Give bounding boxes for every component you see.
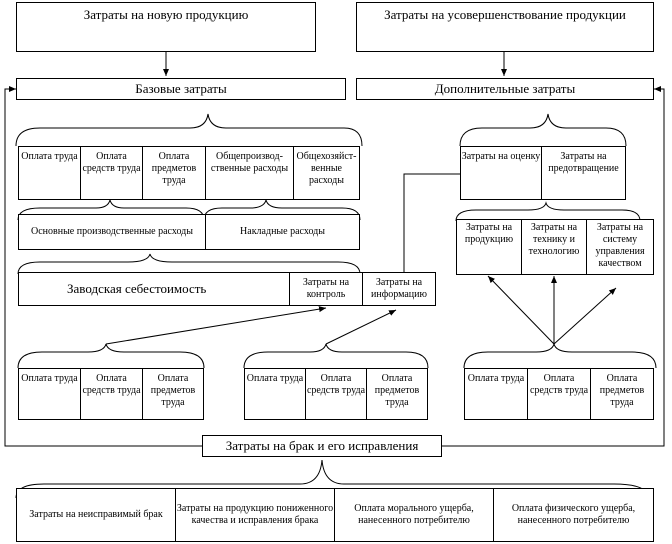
base-item-labor: Оплата труда bbox=[18, 146, 81, 200]
right-group-means: Оплата средств труда bbox=[527, 368, 591, 420]
improvement-costs-box: Затраты на усовершенствование продукции bbox=[356, 2, 654, 52]
middle-group-labor: Оплата труда bbox=[244, 368, 306, 420]
base-item-general-business: Общехозяйст-венные расходы bbox=[293, 146, 360, 200]
base-item-general-production: Общепроизвод-ственные расходы bbox=[205, 146, 294, 200]
prevention-costs-box: Затраты на предотвращение bbox=[541, 146, 626, 200]
additional-costs-box: Дополнительные затраты bbox=[356, 78, 654, 100]
new-product-costs-box: Затраты на новую продукцию bbox=[16, 2, 316, 52]
right-group-objects: Оплата предметов труда bbox=[590, 368, 654, 420]
factory-cost-box: Заводская себестоимость bbox=[18, 272, 290, 306]
prevention-item-technology: Затраты на технику и технологию bbox=[521, 219, 587, 275]
right-group-labor: Оплата труда bbox=[464, 368, 528, 420]
defect-item-moral-damage: Оплата морального ущерба, нанесенного по… bbox=[334, 488, 494, 542]
assessment-costs-box: Затраты на оценку bbox=[460, 146, 542, 200]
control-costs-box: Затраты на контроль bbox=[289, 272, 363, 306]
middle-group-means: Оплата средств труда bbox=[305, 368, 367, 420]
base-item-means: Оплата средств труда bbox=[80, 146, 143, 200]
left-group-labor: Оплата труда bbox=[18, 368, 81, 420]
middle-group-objects: Оплата предметов труда bbox=[366, 368, 428, 420]
overhead-costs-box: Накладные расходы bbox=[205, 214, 360, 250]
prevention-item-product: Затраты на продукцию bbox=[456, 219, 522, 275]
defects-costs-box: Затраты на брак и его исправления bbox=[202, 435, 442, 457]
left-group-means: Оплата средств труда bbox=[80, 368, 143, 420]
base-item-objects: Оплата предметов труда bbox=[142, 146, 206, 200]
information-costs-box: Затраты на информацию bbox=[362, 272, 436, 306]
defect-item-physical-damage: Оплата физического ущерба, нанесенного п… bbox=[493, 488, 654, 542]
defect-item-irreparable: Затраты на неисправимый брак bbox=[16, 488, 176, 542]
left-group-objects: Оплата предметов труда bbox=[142, 368, 204, 420]
base-costs-box: Базовые затраты bbox=[16, 78, 346, 100]
defect-item-low-quality: Затраты на продукцию пониженного качеств… bbox=[175, 488, 335, 542]
prevention-item-quality-system: Затраты на систему управления качеством bbox=[586, 219, 654, 275]
main-production-costs-box: Основные производственные расходы bbox=[18, 214, 206, 250]
